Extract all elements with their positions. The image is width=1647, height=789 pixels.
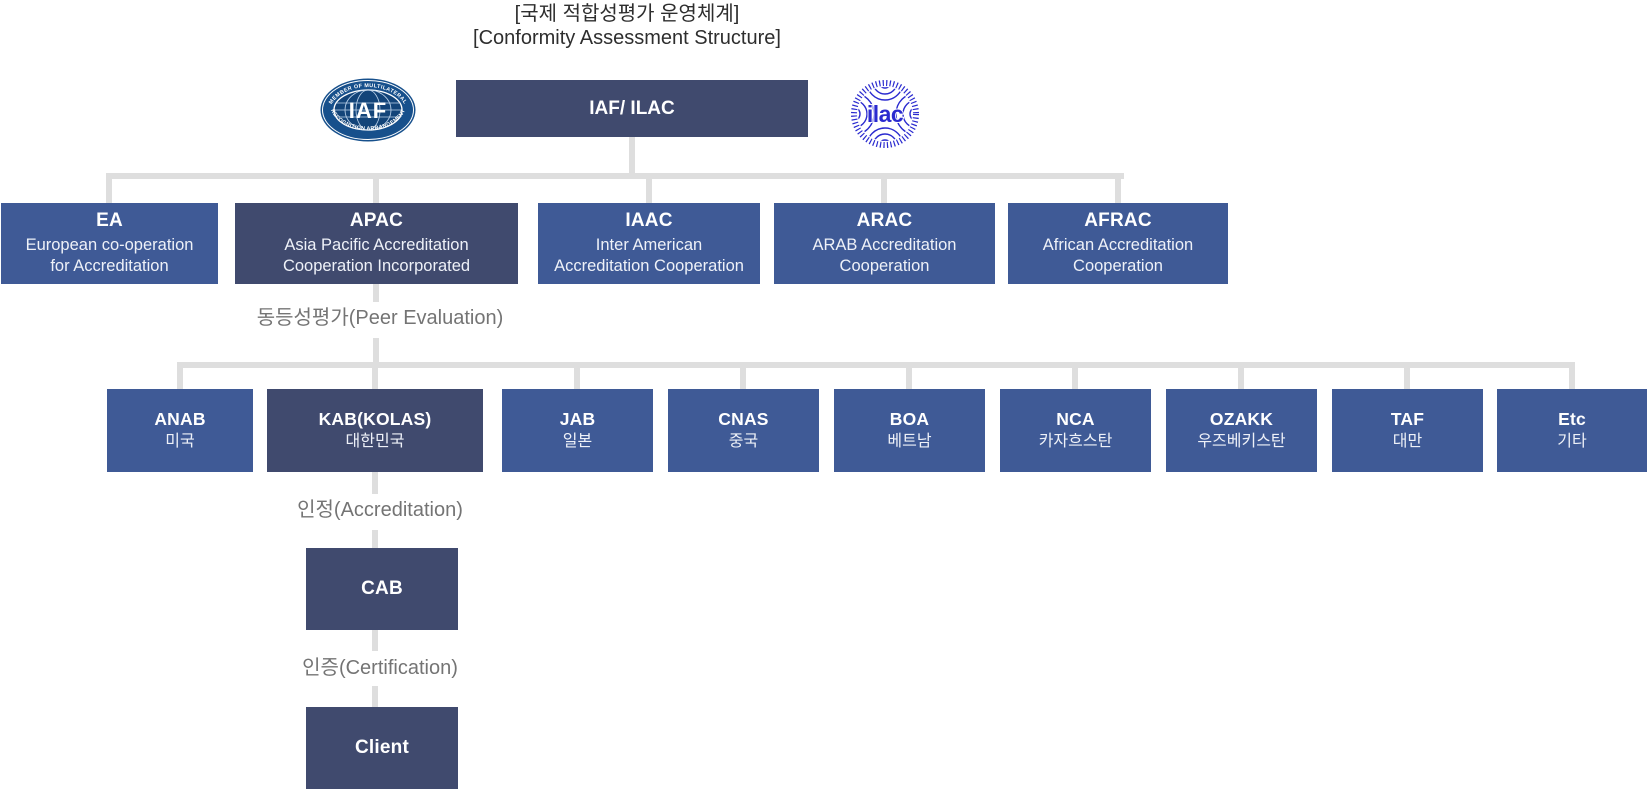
connector-drop-boa xyxy=(906,368,912,389)
node-country: 중국 xyxy=(728,433,759,450)
node-country: 카자흐스탄 xyxy=(1038,433,1113,450)
node-acronym: EA xyxy=(96,210,123,231)
connector-drop-kab xyxy=(372,368,378,389)
node-country: 우즈베키스탄 xyxy=(1197,433,1286,450)
connector-drop-ozakk xyxy=(1238,368,1244,389)
node-subtitle: European co-operation for Accreditation xyxy=(25,236,194,275)
node-taf: TAF 대만 xyxy=(1332,389,1483,472)
connector-drop-taf xyxy=(1404,368,1410,389)
connector-drop-cnas xyxy=(740,368,746,389)
node-jab: JAB 일본 xyxy=(502,389,653,472)
node-apac: APAC Asia Pacific Accreditation Cooperat… xyxy=(235,203,518,284)
node-label: Client xyxy=(355,737,409,758)
connector-apac-stem-upper xyxy=(373,284,379,302)
node-subtitle: African Accreditation Cooperation xyxy=(1042,236,1194,275)
node-ea: EA European co-operation for Accreditati… xyxy=(1,203,218,284)
node-anab: ANAB 미국 xyxy=(107,389,253,472)
node-label: IAF/ ILAC xyxy=(589,97,675,119)
connector-drop-afrac xyxy=(1115,179,1121,203)
node-country: 대만 xyxy=(1392,433,1423,450)
accreditation-label: 인정(Accreditation) xyxy=(297,499,463,521)
connector-level2-rail xyxy=(106,173,1124,179)
node-country: 기타 xyxy=(1557,433,1587,450)
node-label: CAB xyxy=(361,578,403,599)
node-country: 미국 xyxy=(165,433,195,450)
node-client: Client xyxy=(306,707,458,789)
node-subtitle: Asia Pacific Accreditation Cooperation I… xyxy=(282,236,471,275)
node-acronym: ANAB xyxy=(154,409,206,429)
node-country: 베트남 xyxy=(887,433,932,450)
node-ozakk: OZAKK 우즈베키스탄 xyxy=(1166,389,1317,472)
node-country: 대한민국 xyxy=(345,433,405,450)
connector-kab-stem-upper xyxy=(372,472,378,494)
connector-root-stem xyxy=(629,137,635,173)
connector-drop-nca xyxy=(1072,368,1078,389)
node-cnas: CNAS 중국 xyxy=(668,389,819,472)
node-etc: Etc 기타 xyxy=(1497,389,1647,472)
connector-drop-jab xyxy=(574,368,580,389)
node-acronym: AFRAC xyxy=(1084,210,1152,231)
connector-drop-etc xyxy=(1569,368,1575,389)
node-acronym: NCA xyxy=(1056,409,1095,429)
iaf-logo-text: IAF xyxy=(349,98,387,123)
ilac-logo: ilac xyxy=(851,80,919,148)
node-acronym: TAF xyxy=(1390,409,1425,429)
connector-drop-arac xyxy=(881,179,887,203)
title-korean: [국제 적합성평가 운영체계] xyxy=(514,3,740,25)
connector-drop-apac xyxy=(373,179,379,203)
node-cab: CAB xyxy=(306,548,458,630)
node-kab-kolas: KAB(KOLAS) 대한민국 xyxy=(267,389,483,472)
node-acronym: ARAC xyxy=(856,210,913,231)
node-nca: NCA 카자흐스탄 xyxy=(1000,389,1151,472)
connector-drop-anab xyxy=(177,368,183,389)
node-acronym: APAC xyxy=(349,210,404,231)
node-acronym: Etc xyxy=(1558,409,1586,429)
connector-cab-stem-lower xyxy=(372,686,378,707)
node-acronym: BOA xyxy=(889,409,930,429)
node-acronym: JAB xyxy=(559,409,596,429)
connector-drop-ea xyxy=(106,179,112,203)
certification-label: 인증(Certification) xyxy=(302,657,458,679)
node-acronym: CNAS xyxy=(718,409,769,429)
node-boa: BOA 베트남 xyxy=(834,389,985,472)
connector-kab-stem-lower xyxy=(372,530,378,548)
connector-level3-rail xyxy=(177,362,1575,368)
node-iaac: IAAC Inter American Accreditation Cooper… xyxy=(538,203,760,284)
connector-drop-iaac xyxy=(646,179,652,203)
connector-apac-stem-lower xyxy=(373,338,379,362)
iaf-logo: MEMBER OF MULTILATERAL RECOGNITION ARRAN… xyxy=(320,78,416,142)
peer-evaluation-label: 동등성평가(Peer Evaluation) xyxy=(256,307,504,329)
node-afrac: AFRAC African Accreditation Cooperation xyxy=(1008,203,1228,284)
node-acronym: OZAKK xyxy=(1209,409,1274,429)
title-english: [Conformity Assessment Structure] xyxy=(473,27,781,49)
page-title: [국제 적합성평가 운영체계] [Conformity Assessment S… xyxy=(292,2,962,50)
connector-cab-stem-upper xyxy=(372,630,378,651)
node-subtitle: Inter American Accreditation Cooperation xyxy=(554,236,744,275)
node-iaf-ilac: IAF/ ILAC xyxy=(456,80,808,137)
ilac-logo-text: ilac xyxy=(867,101,904,127)
node-arac: ARAC ARAB Accreditation Cooperation xyxy=(774,203,995,284)
node-acronym: KAB(KOLAS) xyxy=(318,409,432,429)
node-country: 일본 xyxy=(562,433,593,450)
node-subtitle: ARAB Accreditation Cooperation xyxy=(812,236,957,275)
node-acronym: IAAC xyxy=(625,210,673,231)
